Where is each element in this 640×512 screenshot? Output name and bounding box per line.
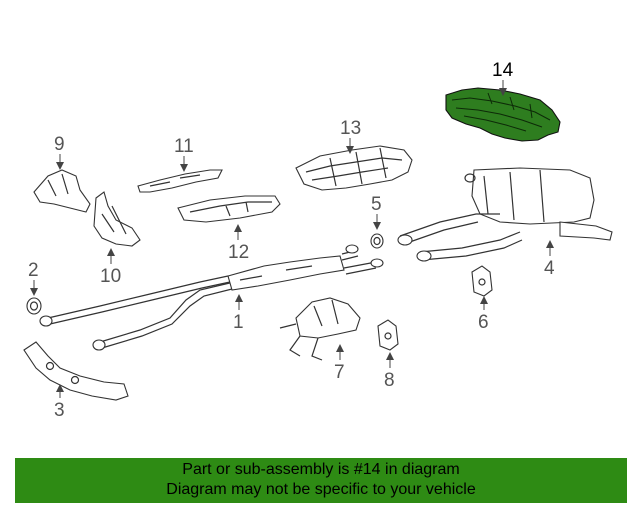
svg-text:6: 6: [478, 312, 489, 333]
svg-text:4: 4: [544, 258, 555, 279]
callout-12: 12: [228, 224, 249, 263]
callout-14: 14: [492, 60, 514, 96]
svg-text:11: 11: [174, 136, 194, 157]
notice-line-part-reference: Part or sub-assembly is #14 in diagram: [182, 461, 460, 478]
callout-13: 13: [340, 118, 361, 154]
callout-label-14: 14: [492, 60, 514, 81]
callout-2: 2: [28, 260, 39, 296]
part-13-heat-insulator[interactable]: [295, 145, 413, 191]
notice-line-disclaimer: Diagram may not be specific to your vehi…: [166, 481, 476, 498]
svg-text:2: 2: [28, 260, 39, 281]
svg-text:1: 1: [233, 312, 244, 333]
callout-5: 5: [371, 194, 382, 230]
callout-10: 10: [100, 248, 121, 287]
part-5-gasket[interactable]: [370, 233, 384, 249]
callout-1: 1: [233, 294, 244, 333]
callout-11: 11: [174, 136, 194, 172]
diagram-notice-banner: Part or sub-assembly is #14 in diagram D…: [15, 458, 627, 503]
part-11-heat-shield[interactable]: [137, 169, 223, 193]
svg-text:9: 9: [54, 134, 65, 155]
part-10-bracket[interactable]: [93, 191, 141, 247]
exhaust-parts-diagram: 14 13 11: [23, 60, 613, 421]
svg-text:7: 7: [334, 362, 345, 383]
callout-7: 7: [334, 344, 345, 383]
callout-9: 9: [54, 134, 65, 170]
part-3-bracket[interactable]: [23, 341, 129, 401]
part-6-hanger[interactable]: [471, 265, 493, 297]
svg-text:3: 3: [54, 400, 65, 421]
svg-text:13: 13: [340, 118, 361, 139]
svg-text:5: 5: [371, 194, 382, 215]
svg-text:12: 12: [228, 242, 249, 263]
part-9-bracket[interactable]: [33, 169, 91, 213]
callout-6: 6: [478, 296, 489, 333]
part-12-heat-insulator[interactable]: [177, 195, 281, 223]
part-14-heat-insulator[interactable]: [445, 87, 561, 142]
part-8-hanger[interactable]: [377, 319, 399, 351]
svg-text:8: 8: [384, 370, 395, 391]
svg-text:10: 10: [100, 266, 121, 287]
callout-4: 4: [544, 240, 555, 279]
part-2-gasket[interactable]: [26, 297, 42, 315]
part-7-support-bracket[interactable]: [279, 297, 361, 361]
part-4-muffler-assembly[interactable]: [397, 167, 613, 262]
callout-8: 8: [384, 352, 395, 391]
part-1-front-exhaust-pipe[interactable]: [39, 244, 384, 351]
callout-3: 3: [54, 384, 65, 421]
